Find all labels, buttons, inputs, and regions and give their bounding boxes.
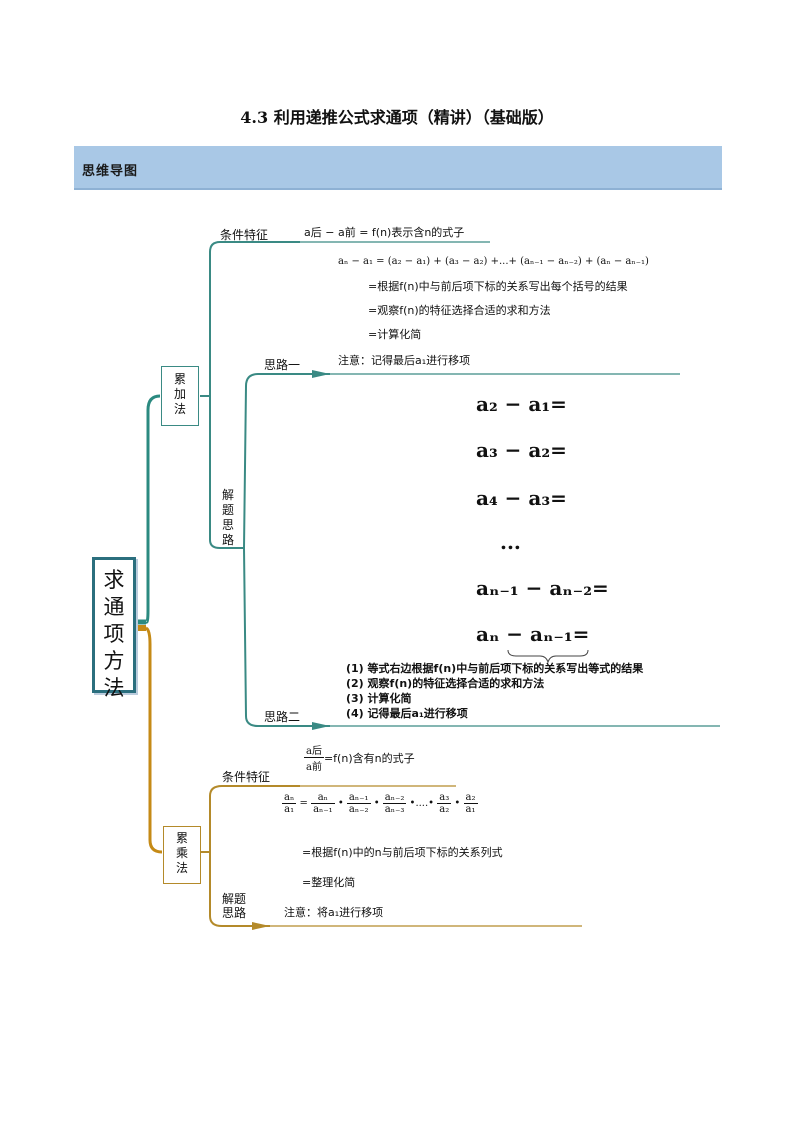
path2-step-4: (4) 记得最后a₁进行移项 <box>346 707 468 720</box>
path1-note: 注意：记得最后a₁进行移项 <box>338 354 471 367</box>
cond-den: a前 <box>306 762 322 773</box>
eq-1: a₂ − a₁= <box>476 392 567 416</box>
cond-num: a后 <box>304 742 324 758</box>
path2-step-1: (1) 等式右边根据f(n)中与前后项下标的关系写出等式的结果 <box>346 662 644 675</box>
eq-6: aₙ − aₙ₋₁= <box>476 622 590 646</box>
solve-label-2: 解题思路 <box>222 892 247 920</box>
leicheng-note: 注意：将a₁进行移项 <box>284 906 384 919</box>
cond-formula-2: a后 a前 =f(n)含有n的式子 <box>304 742 415 773</box>
path2-label: 思路二 <box>264 710 301 724</box>
root-node: 求 通 项 方 法 <box>92 557 136 699</box>
eq-2: a₃ − a₂= <box>476 438 567 462</box>
solve-label-1: 解题思路 <box>222 488 235 547</box>
branch-leijia-node: 累加法 <box>161 366 199 426</box>
path1-label: 思路一 <box>264 358 301 372</box>
path2-step-2: (2) 观察f(n)的特征选择合适的求和方法 <box>346 677 545 690</box>
leicheng-step-1: =根据f(n)中的n与前后项下标的关系列式 <box>302 846 503 859</box>
leijia-step-3: =计算化简 <box>368 328 422 341</box>
cond-label-1: 条件特征 <box>220 228 269 242</box>
expansion-formula: aₙ − a₁ = (a₂ − a₁) + (a₃ − a₂) +...+ (a… <box>338 256 649 267</box>
cond-label-2: 条件特征 <box>222 770 271 784</box>
branch-leicheng-node: 累乘法 <box>163 826 201 884</box>
branch-leijia-label: 累加法 <box>173 372 186 416</box>
eq-ellipsis: ... <box>500 530 521 554</box>
leijia-step-2: =观察f(n)的特征选择合适的求和方法 <box>368 304 551 317</box>
cond-text-2: =f(n)含有n的式子 <box>323 752 415 765</box>
branch-leicheng-label: 累乘法 <box>175 831 188 875</box>
banner-label: 思维导图 <box>82 164 139 179</box>
eq-5: aₙ₋₁ − aₙ₋₂= <box>476 576 609 600</box>
path2-step-3: (3) 计算化简 <box>346 692 412 705</box>
leijia-step-1: =根据f(n)中与前后项下标的关系写出每个括号的结果 <box>368 280 628 293</box>
section-banner <box>74 146 722 190</box>
root-label: 求 通 项 方 法 <box>103 568 125 700</box>
eq-3: a₄ − a₃= <box>476 486 567 510</box>
cond-fraction: a后 a前 <box>304 742 324 773</box>
page-title: 4.3 利用递推公式求通项（精讲）（基础版） <box>240 108 554 127</box>
cond-formula-1: a后 − a前 = f(n)表示含n的式子 <box>304 226 465 239</box>
leicheng-step-2: =整理化简 <box>302 876 356 889</box>
